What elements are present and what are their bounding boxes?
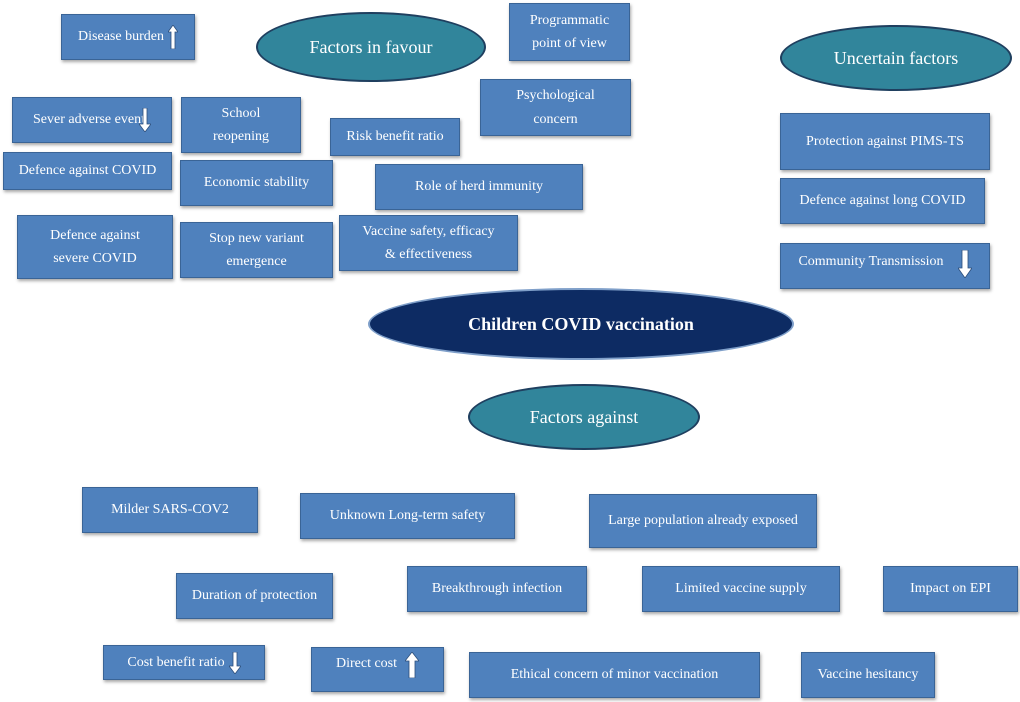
breakthrough-infection-label: Breakthrough infection <box>431 581 563 597</box>
school-reopening-line2: reopening <box>213 129 269 144</box>
cost-benefit-ratio-label: Cost benefit ratio <box>127 654 225 670</box>
impact-epi-label: Impact on EPI <box>910 581 991 597</box>
down-arrow-icon <box>138 108 151 132</box>
uncertain-factors-label: Uncertain factors <box>833 47 959 68</box>
vaccine-hesitancy-label: Vaccine hesitancy <box>817 667 919 683</box>
vaccine-safety-line2: & effectiveness <box>384 247 473 262</box>
ethical-concern-label: Ethical concern of minor vaccination <box>510 667 719 683</box>
up-arrow-icon <box>405 652 420 678</box>
defence-long-covid-label: Defence against long COVID <box>799 193 966 209</box>
milder-sars-label: Milder SARS-COV2 <box>111 502 229 518</box>
programmatic-line1: Programmatic <box>529 12 610 28</box>
impact-epi-box: Impact on EPI <box>883 566 1018 612</box>
cost-benefit-ratio-box: Cost benefit ratio <box>103 645 265 680</box>
school-reopening-box: School reopening <box>181 97 301 153</box>
down-arrow-icon <box>957 250 972 278</box>
disease-burden-box: Disease burden <box>61 14 195 60</box>
duration-protection-box: Duration of protection <box>176 573 333 619</box>
limited-vaccine-supply-box: Limited vaccine supply <box>642 566 840 612</box>
defence-against-severe-covid-line1: Defence against <box>50 227 140 243</box>
duration-protection-label: Duration of protection <box>191 588 318 604</box>
severe-adverse-event-box: Sever adverse event <box>12 97 172 143</box>
defence-against-severe-covid-box: Defence against severe COVID <box>17 215 173 279</box>
community-transmission-box: Community Transmission <box>780 243 990 289</box>
community-transmission-label: Community Transmission <box>798 254 944 269</box>
defence-against-covid-box: Defence against COVID <box>3 152 172 190</box>
herd-immunity-label: Role of herd immunity <box>415 179 543 195</box>
breakthrough-infection-box: Breakthrough infection <box>407 566 587 612</box>
herd-immunity-box: Role of herd immunity <box>375 164 583 210</box>
stop-new-variant-line1: Stop new variant <box>209 230 304 246</box>
stop-new-variant-line2: emergence <box>226 254 287 269</box>
defence-long-covid-box: Defence against long COVID <box>780 178 985 224</box>
stop-new-variant-box: Stop new variant emergence <box>180 222 333 278</box>
direct-cost-label: Direct cost <box>335 656 398 671</box>
economic-stability-label: Economic stability <box>203 175 310 191</box>
defence-against-covid-label: Defence against COVID <box>18 163 157 179</box>
direct-cost-box: Direct cost <box>311 647 444 692</box>
factors-against-label: Factors against <box>529 406 639 427</box>
disease-burden-label: Disease burden <box>78 29 164 45</box>
severe-adverse-event-label: Sever adverse event <box>33 112 145 128</box>
center-oval: Children COVID vaccination <box>368 288 794 360</box>
economic-stability-box: Economic stability <box>180 160 333 206</box>
factors-in-favour-label: Factors in favour <box>309 36 433 57</box>
vaccine-safety-line1: Vaccine safety, efficacy <box>362 223 495 239</box>
milder-sars-box: Milder SARS-COV2 <box>82 487 258 533</box>
psychological-concern-line2: concern <box>533 111 578 127</box>
defence-against-severe-covid-line2: severe COVID <box>53 251 137 266</box>
factors-against-heading: Factors against <box>468 384 700 450</box>
up-arrow-icon <box>167 25 178 49</box>
school-reopening-line1: School <box>221 105 261 121</box>
ethical-concern-box: Ethical concern of minor vaccination <box>469 652 760 698</box>
vaccine-hesitancy-box: Vaccine hesitancy <box>801 652 935 698</box>
protection-pims-label: Protection against PIMS-TS <box>806 133 964 149</box>
limited-vaccine-supply-label: Limited vaccine supply <box>675 581 807 597</box>
factors-in-favour-heading: Factors in favour <box>256 12 486 82</box>
large-population-exposed-label: Large population already exposed <box>608 513 798 529</box>
risk-benefit-ratio-label: Risk benefit ratio <box>346 129 444 145</box>
protection-pims-box: Protection against PIMS-TS <box>780 113 990 170</box>
uncertain-factors-heading: Uncertain factors <box>780 25 1012 91</box>
vaccine-safety-box: Vaccine safety, efficacy & effectiveness <box>339 215 518 271</box>
risk-benefit-ratio-box: Risk benefit ratio <box>330 118 460 156</box>
unknown-long-term-safety-box: Unknown Long-term safety <box>300 493 515 539</box>
psychological-concern-line1: Psychological <box>516 88 595 104</box>
down-arrow-icon <box>228 651 241 674</box>
programmatic-box: Programmatic point of view <box>509 3 630 61</box>
large-population-exposed-box: Large population already exposed <box>589 494 817 548</box>
center-label: Children COVID vaccination <box>468 313 694 334</box>
unknown-long-term-safety-label: Unknown Long-term safety <box>329 508 486 524</box>
programmatic-line2: point of view <box>532 36 607 51</box>
psychological-concern-box: Psychological concern <box>480 79 631 136</box>
